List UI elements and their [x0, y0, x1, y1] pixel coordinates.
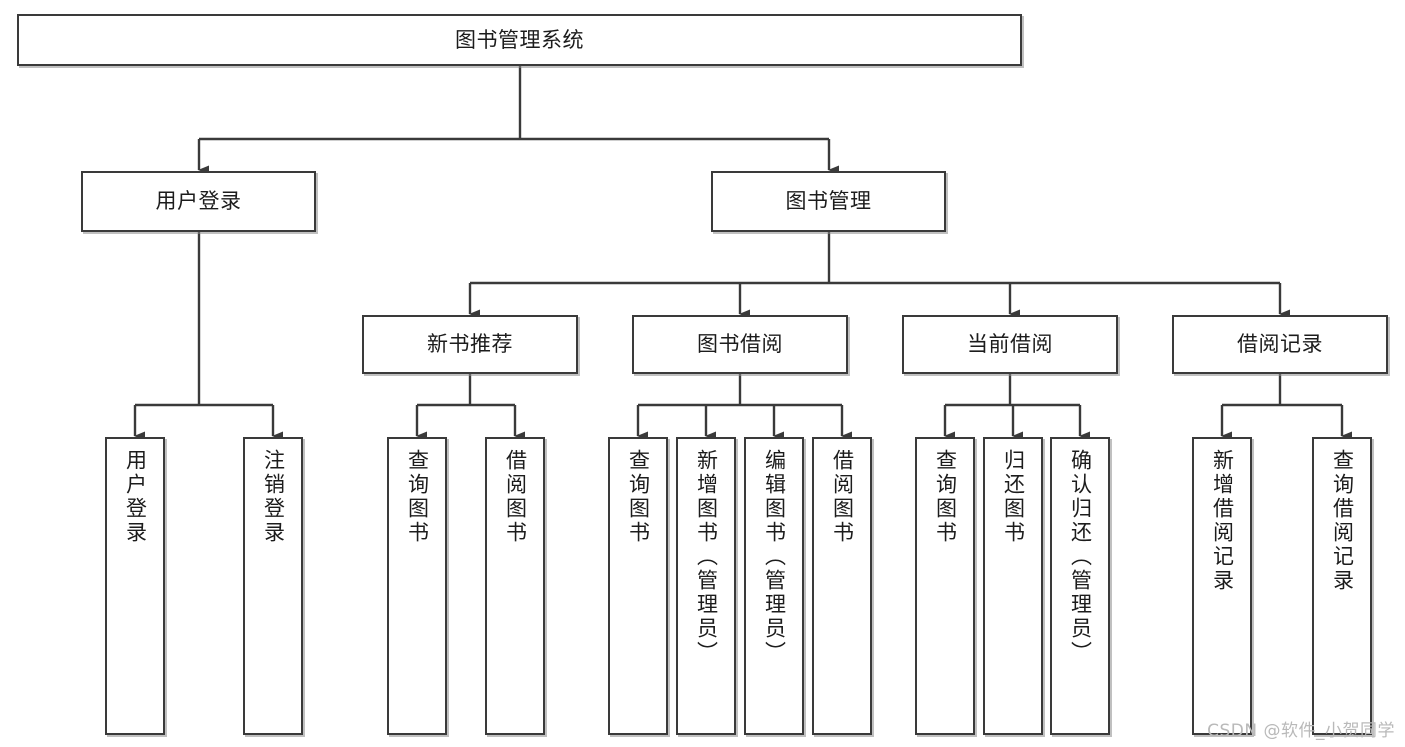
watermark: CSDN @软件_小贺同学: [1207, 721, 1395, 741]
node-newbooks[interactable]: 新书推荐: [362, 315, 578, 374]
node-label: 查询图书: [933, 449, 958, 545]
node-label: 借阅图书: [830, 449, 855, 545]
node-label: 用户登录: [155, 189, 242, 214]
node-leaf-7[interactable]: 编辑图书（管理员）: [744, 437, 804, 735]
node-label: 图书管理系统: [455, 27, 584, 52]
node-leaf-2[interactable]: 注销登录: [243, 437, 303, 735]
node-records[interactable]: 借阅记录: [1172, 315, 1388, 374]
node-label: 编辑图书（管理员）: [762, 449, 787, 665]
node-leaf-3[interactable]: 查询图书: [387, 437, 447, 735]
node-label: 查询图书: [405, 449, 430, 545]
node-label: 图书管理: [785, 189, 872, 214]
node-leaf-9[interactable]: 查询图书: [915, 437, 975, 735]
node-label: 借阅图书: [503, 449, 528, 545]
node-leaf-12[interactable]: 新增借阅记录: [1192, 437, 1252, 735]
node-label: 图书借阅: [697, 332, 783, 357]
node-label: 借阅记录: [1237, 332, 1323, 357]
node-label: 当前借阅: [967, 332, 1053, 357]
node-label: 新增图书（管理员）: [694, 449, 719, 665]
node-leaf-8[interactable]: 借阅图书: [812, 437, 872, 735]
node-bookmgmt[interactable]: 图书管理: [711, 171, 946, 232]
node-leaf-11[interactable]: 确认归还（管理员）: [1050, 437, 1110, 735]
node-borrow[interactable]: 图书借阅: [632, 315, 848, 374]
node-leaf-1[interactable]: 用户登录: [105, 437, 165, 735]
node-label: 查询借阅记录: [1330, 449, 1355, 593]
node-root[interactable]: 图书管理系统: [17, 14, 1022, 66]
node-leaf-5[interactable]: 查询图书: [608, 437, 668, 735]
node-label: 新书推荐: [427, 332, 513, 357]
node-leaf-4[interactable]: 借阅图书: [485, 437, 545, 735]
node-label: 查询图书: [626, 449, 651, 545]
node-label: 用户登录: [123, 449, 148, 545]
node-label: 新增借阅记录: [1210, 449, 1235, 593]
node-label: 注销登录: [261, 449, 286, 545]
node-leaf-10[interactable]: 归还图书: [983, 437, 1043, 735]
node-label: 归还图书: [1001, 449, 1026, 545]
node-label: 确认归还（管理员）: [1068, 449, 1093, 665]
node-current[interactable]: 当前借阅: [902, 315, 1118, 374]
node-leaf-6[interactable]: 新增图书（管理员）: [676, 437, 736, 735]
node-login[interactable]: 用户登录: [81, 171, 316, 232]
node-leaf-13[interactable]: 查询借阅记录: [1312, 437, 1372, 735]
